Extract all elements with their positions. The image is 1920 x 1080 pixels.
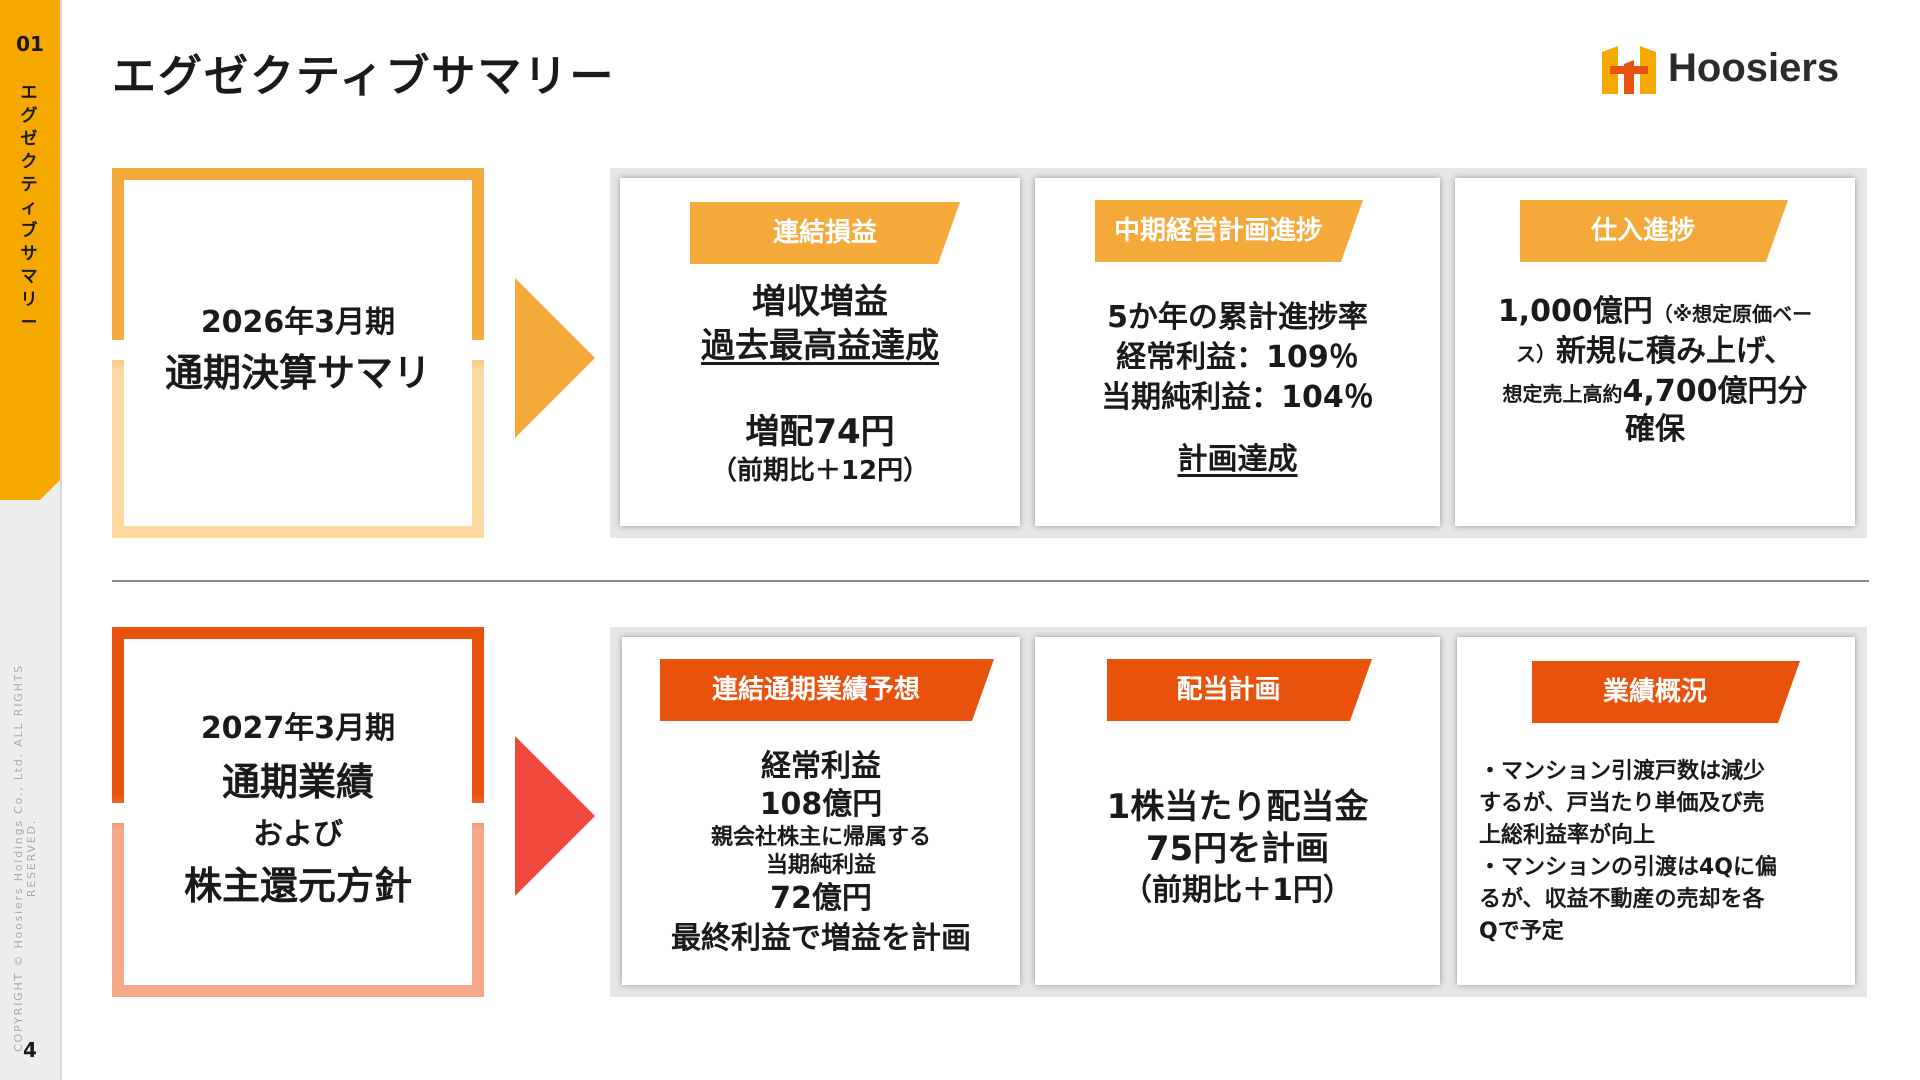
overview-line: ・マンションの引渡は4Qに偏 [1479,855,1778,880]
results-panel-2026: 連結損益 増収増益 過去最高益達成 増配74円 （前期比＋12円） 中期経営計画… [610,168,1867,538]
forecast-value: 108億円 [759,787,883,822]
card-tag: 連結損益 [690,202,960,264]
forecast-line: 親会社株主に帰属する [710,825,931,850]
dividend-value: 増配74円 [745,412,895,452]
card-business-overview: 業績概況 ・マンション引渡戸数は減少 するが、戸当たり単価及び売 上総利益率が向… [1457,637,1855,985]
dividend-note: （前期比＋1円） [1122,873,1353,908]
section-number: 01 [16,32,44,56]
dividend-line: 1株当たり配当金 [1106,787,1369,827]
page-number: 4 [23,1038,37,1062]
section-heading: 通期業績 [221,760,374,804]
hoosiers-logo-icon [1602,46,1656,94]
dividend-value: 75円を計画 [1145,829,1330,869]
headline: 増収増益 [752,282,888,322]
frame-border [112,627,484,997]
arrow-right-icon [515,278,595,438]
card-dividend-plan: 配当計画 1株当たり配当金 75円を計画 （前期比＋1円） [1035,637,1440,985]
page-title: エグゼクティブサマリー [112,51,616,102]
purchase-line: 確保 [1625,412,1685,447]
rail-accent [0,0,60,500]
rail-diagonal-cut [0,480,60,540]
section-divider [112,580,1869,582]
purchase-line: 1,000億円（※想定原価ベー [1497,294,1813,329]
overview-line: ・マンション引渡戸数は減少 [1479,759,1766,784]
overview-line: 上総利益率が向上 [1479,823,1656,848]
overview-line: Qで予定 [1479,919,1564,944]
purchase-line: ス）新規に積み上げ、 [1516,334,1794,369]
card-tag: 仕入進捗 [1520,200,1788,262]
section-title-vertical: エ グ ゼ ク テ ィ ブ サ マ リ ー [20,83,38,333]
section-connector: および [253,817,343,852]
purchase-line: 想定売上高約4,700億円分 [1502,374,1808,409]
progress-line: 5か年の累計進捗率 [1107,300,1368,335]
card-tag: 配当計画 [1107,659,1372,721]
company-logo: Hoosiers [1600,44,1860,96]
period-label: 2026年3月期 [200,305,396,340]
card-tag: 中期経営計画進捗 [1095,200,1363,262]
logo-text: Hoosiers [1668,46,1840,90]
copyright-notice: COPYRIGHT © Hoosiers Holdings Co., Ltd. … [12,664,38,1052]
overview-line: るが、収益不動産の売却を各 [1479,887,1765,912]
frame-border [112,168,484,538]
card-consolidated-pl: 連結損益 増収増益 過去最高益達成 増配74円 （前期比＋12円） [620,178,1020,526]
progress-line: 経常利益：109％ [1116,340,1359,375]
progress-line: 当期純利益：104％ [1101,380,1374,415]
section-heading: 通期決算サマリ [164,351,431,395]
forecast-frame-2027: 2027年3月期 通期業績 および 株主還元方針 [112,627,484,997]
summary-frame-2026: 2026年3月期 通期決算サマリ [112,168,484,538]
period-label: 2027年3月期 [200,711,396,746]
headline-underlined: 過去最高益達成 [701,326,939,366]
rail-divider [60,0,62,1080]
card-tag: 業績概況 [1532,661,1800,723]
forecast-line: 経常利益 [761,749,881,784]
forecast-value: 72億円 [770,881,872,916]
arrow-right-icon [515,736,595,896]
section-heading: 株主還元方針 [183,864,412,908]
side-rail: 01 エ グ ゼ ク テ ィ ブ サ マ リ ー COPYRIGHT © Hoo… [0,0,60,1080]
card-midterm-plan: 中期経営計画進捗 5か年の累計進捗率 経常利益：109％ 当期純利益：104％ … [1035,178,1440,526]
card-tag: 連結通期業績予想 [660,659,994,721]
forecast-panel-2027: 連結通期業績予想 経常利益 108億円 親会社株主に帰属する 当期純利益 72億… [610,627,1867,997]
forecast-line: 当期純利益 [765,853,876,878]
plan-achieved: 計画達成 [1177,442,1298,477]
dividend-note: （前期比＋12円） [710,456,930,486]
card-purchase-progress: 仕入進捗 1,000億円（※想定原価ベー ス）新規に積み上げ、 想定売上高約4,… [1455,178,1855,526]
card-full-year-forecast: 連結通期業績予想 経常利益 108億円 親会社株主に帰属する 当期純利益 72億… [622,637,1020,985]
overview-line: するが、戸当たり単価及び売 [1479,791,1765,816]
forecast-line: 最終利益で増益を計画 [671,921,971,956]
rail-base [0,500,60,1080]
